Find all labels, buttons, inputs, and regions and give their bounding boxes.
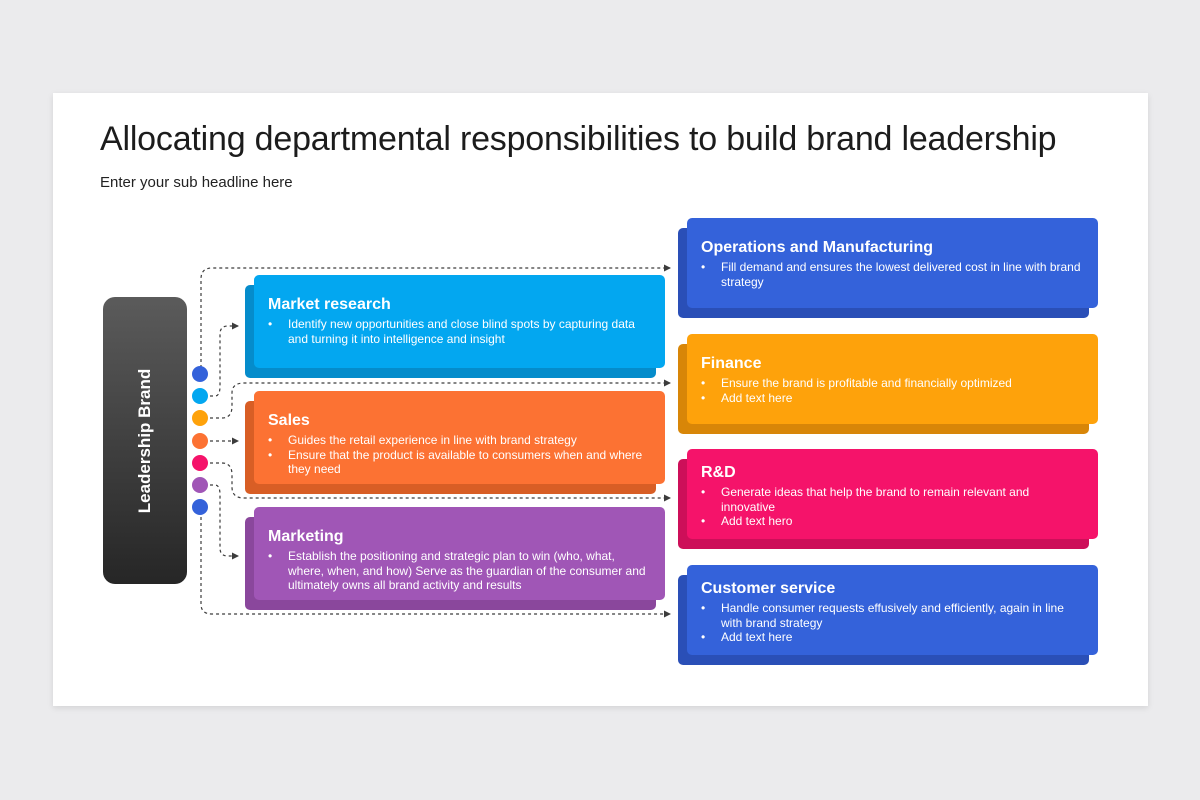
card-face: Finance Ensure the brand is profitable a… [687, 334, 1098, 424]
card-face: Operations and Manufacturing Fill demand… [687, 218, 1098, 308]
card-title: Marketing [268, 528, 344, 545]
card-operations-manufacturing: Operations and Manufacturing Fill demand… [678, 218, 1098, 318]
bullet-item: Ensure that the product is available to … [268, 448, 651, 477]
card-bullets: Establish the positioning and strategic … [268, 549, 651, 593]
connector-dot-orange [192, 433, 208, 449]
bullet-item: Generate ideas that help the brand to re… [701, 485, 1084, 514]
card-marketing: Marketing Establish the positioning and … [245, 507, 665, 610]
bullet-item: Identify new opportunities and close bli… [268, 317, 651, 346]
card-bullets: Guides the retail experience in line wit… [268, 433, 651, 477]
bullet-item: Add text here [701, 391, 1084, 406]
connector-to-customer-service [200, 517, 671, 618]
connector-to-market-research [210, 322, 239, 397]
connector-dot-amber [192, 410, 208, 426]
card-title: R&D [701, 464, 736, 481]
card-bullets: Ensure the brand is profitable and finan… [701, 376, 1084, 405]
card-face: Customer service Handle consumer request… [687, 565, 1098, 655]
connector-to-operations [200, 264, 671, 374]
bullet-item: Establish the positioning and strategic … [268, 549, 651, 593]
bullet-item: Handle consumer requests effusively and … [701, 601, 1084, 630]
bullet-item: Fill demand and ensures the lowest deliv… [701, 260, 1084, 289]
bullet-item: Add text here [701, 630, 1084, 645]
card-customer-service: Customer service Handle consumer request… [678, 565, 1098, 665]
leadership-brand-block: Leadership Brand [103, 297, 187, 584]
card-bullets: Identify new opportunities and close bli… [268, 317, 651, 346]
card-market-research: Market research Identify new opportuniti… [245, 275, 665, 378]
connector-dot-cyan [192, 388, 208, 404]
bullet-item: Add text hero [701, 514, 1084, 529]
connector-dot-blue [192, 366, 208, 382]
card-rd: R&D Generate ideas that help the brand t… [678, 449, 1098, 549]
card-title: Operations and Manufacturing [701, 239, 934, 256]
card-title: Sales [268, 412, 310, 429]
card-title: Market research [268, 296, 391, 313]
slide-subtitle: Enter your sub headline here [100, 174, 293, 191]
card-sales: Sales Guides the retail experience in li… [245, 391, 665, 494]
card-title: Customer service [701, 580, 836, 597]
connector-dot-purple [192, 477, 208, 493]
bullet-item: Guides the retail experience in line wit… [268, 433, 651, 448]
card-face: R&D Generate ideas that help the brand t… [687, 449, 1098, 539]
connector-dot-blue-2 [192, 499, 208, 515]
card-finance: Finance Ensure the brand is profitable a… [678, 334, 1098, 434]
connector-to-marketing [210, 484, 239, 560]
bullet-item: Ensure the brand is profitable and finan… [701, 376, 1084, 391]
card-bullets: Generate ideas that help the brand to re… [701, 485, 1084, 529]
connector-to-finance [210, 379, 671, 419]
connector-to-rd [210, 462, 671, 502]
connector-dot-pink [192, 455, 208, 471]
card-face: Marketing Establish the positioning and … [254, 507, 665, 600]
card-title: Finance [701, 355, 762, 372]
slide-title: Allocating departmental responsibilities… [100, 120, 1057, 158]
card-face: Market research Identify new opportuniti… [254, 275, 665, 368]
card-face: Sales Guides the retail experience in li… [254, 391, 665, 484]
card-bullets: Handle consumer requests effusively and … [701, 601, 1084, 645]
card-bullets: Fill demand and ensures the lowest deliv… [701, 260, 1084, 289]
